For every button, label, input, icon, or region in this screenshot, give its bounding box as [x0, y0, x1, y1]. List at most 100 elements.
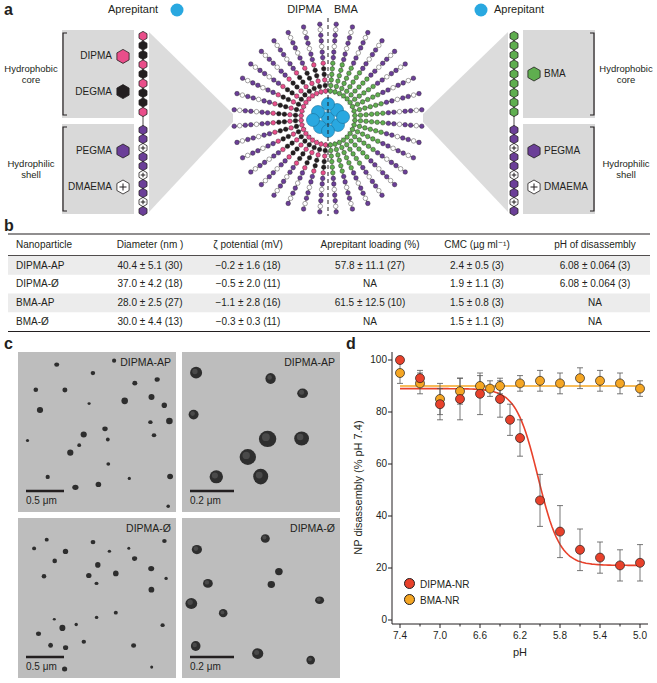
- monomer-bead: [317, 84, 322, 89]
- monomer-bead: [278, 129, 283, 134]
- monomer-bead: [386, 121, 391, 126]
- particle-shading: [262, 433, 270, 441]
- monomer-hexagon: [139, 31, 147, 40]
- axis-tick: [520, 624, 521, 628]
- monomer-bead: [262, 160, 267, 165]
- axis-tick-label: 60: [357, 458, 387, 470]
- particle-shading: [297, 434, 304, 441]
- monomer-bead: [285, 57, 290, 62]
- monomer-bead: [263, 53, 268, 58]
- monomer-bead: [319, 39, 324, 44]
- monomer-bead: [369, 73, 374, 78]
- scale-bar: [26, 656, 64, 659]
- polymer-chain: [262, 135, 311, 184]
- nanoparticle-image: [127, 547, 130, 550]
- table-cell: 2.4 ± 0.5 (3): [417, 260, 537, 272]
- monomer-bead: [334, 22, 339, 27]
- monomer-bead: [240, 139, 245, 144]
- monomer-bead: [343, 52, 348, 57]
- monomer-bead: [356, 181, 361, 186]
- monomer-hexagon: [139, 143, 147, 152]
- data-point: [536, 496, 545, 505]
- nanoparticle-image: [106, 462, 110, 465]
- monomer-bead: [321, 67, 326, 72]
- monomer-bead: [260, 122, 265, 127]
- monomer-bead: [294, 107, 299, 112]
- table-cell: 61.5 ± 12.5 (10): [310, 297, 430, 309]
- monomer-bead: [310, 94, 315, 99]
- bracket: [63, 33, 67, 115]
- monomer-bead: [349, 66, 354, 71]
- monomer-bead: [240, 156, 245, 161]
- nanoparticle-image: [148, 566, 154, 571]
- nanoparticle-image: [252, 648, 263, 659]
- monomer-bead: [364, 119, 369, 124]
- monomer-bead: [246, 94, 251, 99]
- scale-bar: [190, 656, 234, 659]
- monomer-bead: [389, 160, 394, 165]
- monomer-hexagon: [510, 69, 518, 78]
- nanoparticle-image: [261, 534, 270, 543]
- monomer-bead: [309, 180, 314, 185]
- monomer-bead: [291, 41, 296, 46]
- monomer-bead: [336, 79, 341, 84]
- monomer-bead: [369, 159, 374, 164]
- table-cell: 1.5 ± 0.8 (3): [417, 297, 537, 309]
- axis-tick: [580, 624, 581, 627]
- table-header: ζ potential (mV): [188, 239, 308, 251]
- monomer-bead: [340, 86, 345, 91]
- polymer-chain: [288, 33, 318, 96]
- monomer-bead: [403, 122, 408, 127]
- tem-image: DIPMA-Ø0.5 μm: [18, 518, 176, 678]
- nanoparticle-image: [91, 371, 96, 375]
- nanoparticle-image: [203, 579, 213, 588]
- monomer-bead: [256, 148, 261, 153]
- monomer-bead: [340, 63, 345, 68]
- axis-tick: [460, 624, 461, 627]
- monomer-bead: [398, 65, 403, 70]
- monomer-bead: [417, 140, 422, 145]
- table-cell: 57.8 ± 11.1 (27): [310, 260, 430, 272]
- monomer-bead: [310, 81, 315, 86]
- particle-shading: [256, 472, 263, 479]
- charge-plus: [141, 146, 146, 151]
- y-axis: [392, 352, 393, 624]
- monomer-bead: [307, 46, 312, 51]
- data-point: [456, 395, 465, 404]
- monomer-bead: [261, 85, 266, 90]
- monomer-bead: [384, 131, 389, 136]
- monomer-label: DMAEMA: [544, 181, 592, 193]
- charge-plus: [141, 200, 146, 205]
- monomer-bead: [306, 41, 311, 46]
- monomer-bead: [344, 89, 349, 94]
- polymer-chain: [334, 141, 352, 209]
- monomer-bead: [361, 41, 366, 46]
- monomer-bead: [334, 210, 339, 215]
- monomer-bead: [364, 170, 369, 175]
- monomer-bead: [301, 207, 306, 212]
- monomer-bead: [408, 109, 413, 114]
- monomer-bead: [366, 201, 371, 206]
- table-cell: NA: [535, 297, 655, 309]
- particle-shading: [193, 643, 197, 647]
- monomer-bead: [344, 142, 349, 147]
- nanoparticle-image: [67, 449, 73, 455]
- monomer-bead: [249, 109, 254, 114]
- table-rule: [8, 331, 650, 332]
- monomer-bead: [256, 83, 261, 88]
- monomer-panel: Hydrophobic coreDIPMADEGMA: [62, 30, 134, 118]
- nanoparticle-image: [164, 577, 167, 580]
- monomer-bead: [277, 120, 282, 125]
- monomer-bead: [275, 188, 280, 193]
- monomer-panel: Hydrophobic coreBMA: [523, 30, 595, 118]
- monomer-bead: [350, 207, 355, 212]
- monomer-bead: [258, 163, 263, 168]
- monomer-bead: [300, 109, 305, 114]
- node-art: [523, 124, 595, 214]
- monomer-bead: [285, 87, 290, 92]
- monomer-bead: [286, 30, 291, 35]
- monomer-bead: [379, 130, 384, 135]
- monomer-bead: [232, 108, 237, 113]
- monomer-bead: [361, 66, 366, 71]
- monomer-bead: [318, 22, 323, 27]
